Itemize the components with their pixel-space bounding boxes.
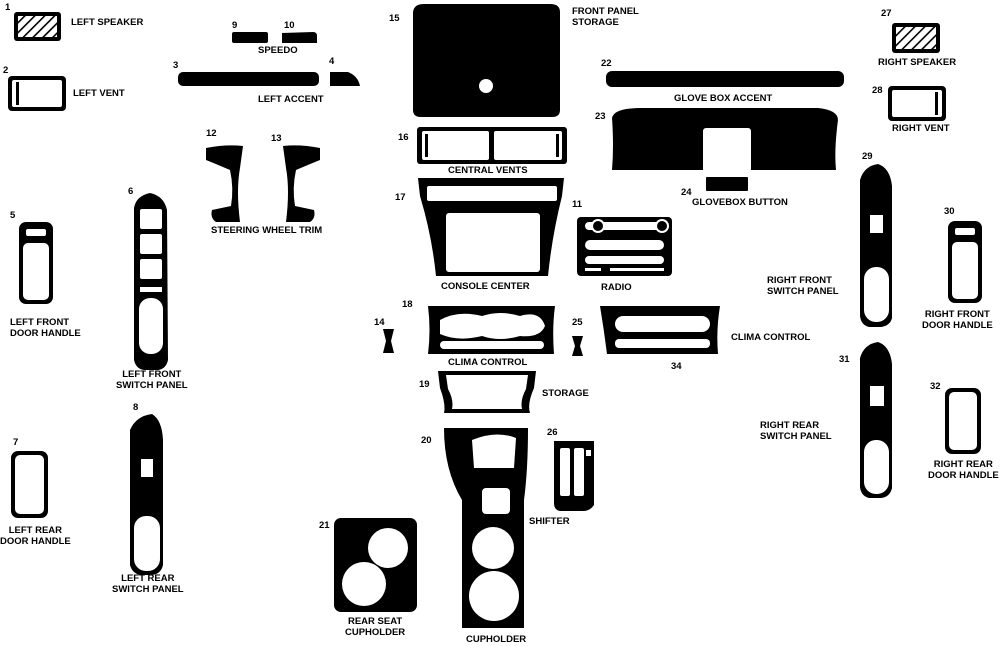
part-number-21: 21 <box>319 520 330 531</box>
label-storage: STORAGE <box>542 388 589 399</box>
part-number-29: 29 <box>862 151 873 162</box>
glovebox-button-piece <box>706 177 748 191</box>
label-steering-wheel-trim: STEERING WHEEL TRIM <box>211 225 323 236</box>
central-vents-piece <box>417 127 567 164</box>
label-left-rear-switch-panel: LEFT REAR SWITCH PANEL <box>112 573 184 595</box>
clima-clip-left <box>383 329 394 353</box>
part-number-6: 6 <box>128 186 134 197</box>
left-vent-piece <box>8 76 66 111</box>
speedo-piece-left <box>232 32 268 43</box>
part-number-9: 9 <box>232 20 238 31</box>
label-central-vents: CENTRAL VENTS <box>448 165 528 176</box>
label-glove-box-accent: GLOVE BOX ACCENT <box>674 93 773 104</box>
part-number-5: 5 <box>10 210 16 221</box>
left-accent-end <box>330 72 360 86</box>
left-front-door-handle-piece <box>19 222 53 304</box>
label-glovebox-button: GLOVEBOX BUTTON <box>692 197 788 208</box>
steering-trim-right <box>283 145 320 222</box>
label-clima-control-34: CLIMA CONTROL <box>731 332 811 343</box>
label-speedo: SPEEDO <box>258 45 298 56</box>
part-number-22: 22 <box>601 58 612 69</box>
label-radio: RADIO <box>601 282 632 293</box>
part-number-34: 34 <box>671 361 682 372</box>
part-number-16: 16 <box>398 132 409 143</box>
label-right-front-switch-panel: RIGHT FRONT SWITCH PANEL <box>767 275 839 297</box>
part-number-28: 28 <box>872 85 883 96</box>
part-number-24: 24 <box>681 187 692 198</box>
part-number-15: 15 <box>389 13 400 24</box>
part-number-12: 12 <box>206 128 217 139</box>
label-left-front-switch-panel: LEFT FRONT SWITCH PANEL <box>116 369 188 391</box>
right-speaker-piece <box>892 23 940 53</box>
label-left-accent: LEFT ACCENT <box>258 94 324 105</box>
label-left-rear-door-handle: LEFT REAR DOOR HANDLE <box>0 525 71 547</box>
cupholder-piece <box>444 428 528 628</box>
part-number-26: 26 <box>547 427 558 438</box>
part-number-17: 17 <box>395 192 406 203</box>
part-number-19: 19 <box>419 379 430 390</box>
label-shifter: SHIFTER <box>529 516 570 527</box>
part-number-10: 10 <box>284 20 295 31</box>
clima-control-piece-left <box>428 306 555 354</box>
part-number-20: 20 <box>421 435 432 446</box>
label-left-vent: LEFT VENT <box>73 88 125 99</box>
rear-seat-cupholder-piece <box>334 518 417 612</box>
part-number-1: 1 <box>5 2 11 13</box>
part-number-13: 13 <box>271 133 282 144</box>
label-right-rear-door-handle: RIGHT REAR DOOR HANDLE <box>928 459 999 481</box>
label-rear-seat-cupholder: REAR SEAT CUPHOLDER <box>345 616 406 638</box>
left-speaker-piece <box>14 12 61 41</box>
right-rear-switch-panel-piece <box>860 342 892 498</box>
part-number-31: 31 <box>839 354 850 365</box>
label-cupholder: CUPHOLDER <box>466 634 527 645</box>
part-number-7: 7 <box>13 437 19 448</box>
left-rear-switch-panel-piece <box>130 414 163 575</box>
part-number-14: 14 <box>374 317 385 328</box>
glove-box-accent-piece <box>606 71 844 87</box>
part-number-18: 18 <box>402 299 413 310</box>
shifter-piece <box>554 441 594 511</box>
part-number-30: 30 <box>944 206 955 217</box>
part-number-32: 32 <box>930 381 941 392</box>
part-number-8: 8 <box>133 402 139 413</box>
clima-control-piece-right <box>600 306 720 354</box>
right-front-door-handle-piece <box>948 221 982 303</box>
part-number-23: 23 <box>595 111 606 122</box>
label-front-panel-storage: FRONT PANEL STORAGE <box>572 6 639 28</box>
left-rear-door-handle-piece <box>11 451 48 518</box>
label-right-front-door-handle: RIGHT FRONT DOOR HANDLE <box>922 309 993 331</box>
right-rear-door-handle-piece <box>945 388 981 454</box>
part-number-3: 3 <box>173 60 179 71</box>
label-right-rear-switch-panel: RIGHT REAR SWITCH PANEL <box>760 420 832 442</box>
radio-piece <box>577 217 672 276</box>
label-left-front-door-handle: LEFT FRONT DOOR HANDLE <box>10 317 81 339</box>
part-number-4: 4 <box>329 56 335 67</box>
label-right-speaker: RIGHT SPEAKER <box>878 57 957 68</box>
part-number-11: 11 <box>572 199 583 210</box>
console-center-piece <box>418 178 564 276</box>
glovebox-piece <box>612 108 838 172</box>
right-vent-piece <box>888 86 946 121</box>
part-number-27: 27 <box>881 8 892 19</box>
left-accent-strip <box>178 72 319 86</box>
label-right-vent: RIGHT VENT <box>892 123 950 134</box>
left-front-switch-panel-piece <box>134 193 168 370</box>
storage-piece <box>438 371 536 413</box>
part-number-2: 2 <box>3 65 9 76</box>
right-front-switch-panel-piece <box>860 164 892 327</box>
clima-clip-right <box>572 336 583 356</box>
steering-trim-left <box>206 145 243 222</box>
label-console-center: CONSOLE CENTER <box>441 281 530 292</box>
part-number-25: 25 <box>572 317 583 328</box>
speedo-piece-right <box>282 32 317 43</box>
label-left-speaker: LEFT SPEAKER <box>71 17 144 28</box>
label-clima-control-18: CLIMA CONTROL <box>448 357 528 368</box>
front-panel-storage-piece <box>413 4 560 117</box>
